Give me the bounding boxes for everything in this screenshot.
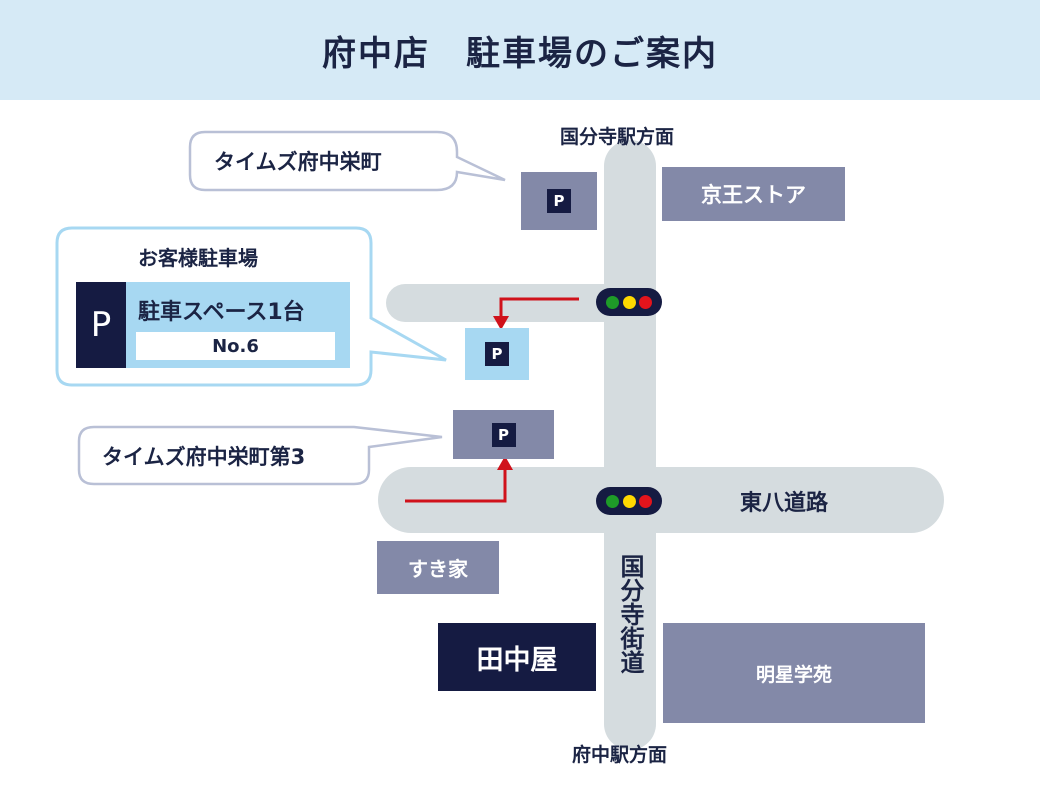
parking-icon: P [485, 342, 509, 366]
route-arrow-times3 [405, 467, 507, 503]
sukiya-label: すき家 [408, 557, 468, 581]
customer-parking-p-icon: P [76, 282, 126, 368]
sukiya-block: すき家 [377, 541, 499, 594]
meisei-block: 明星学苑 [663, 623, 925, 723]
times-sakae-3-bubble [77, 425, 443, 486]
green-light-icon [605, 295, 619, 309]
meisei-label: 明星学苑 [755, 663, 832, 686]
times-sakae-3-label: タイムズ府中栄町第3 [102, 445, 306, 469]
times-sakae-3-lot: P [453, 410, 554, 459]
side-street-road [386, 284, 654, 322]
yellow-light-icon [622, 295, 636, 309]
customer-parking-spaces: 駐車スペース1台 [138, 300, 305, 325]
traffic-signal-lower [596, 487, 662, 515]
keio-store-block: 京王ストア [662, 167, 845, 221]
main-street-label: 国分寺街道 [616, 554, 644, 674]
south-direction-label: 府中駅方面 [572, 744, 668, 766]
tanakaya-label: 田中屋 [476, 644, 558, 676]
parking-icon: P [547, 189, 571, 213]
yellow-light-icon [622, 494, 636, 508]
times-sakae-label: タイムズ府中栄町 [214, 150, 382, 174]
red-light-icon [639, 295, 653, 309]
route-arrow-customer [499, 297, 579, 318]
customer-parking-title: お客様駐車場 [138, 246, 258, 270]
times-sakae-lot: P [521, 172, 597, 230]
route-arrowhead-times3 [497, 456, 513, 470]
customer-parking-lot: P [465, 328, 529, 380]
customer-parking-number: No.6 [136, 332, 335, 360]
customer-parking-info: 駐車スペース1台 No.6 [126, 282, 350, 368]
east-road-label: 東八道路 [740, 491, 829, 516]
keio-store-label: 京王ストア [701, 183, 806, 207]
route-arrowhead-customer [493, 316, 509, 330]
traffic-signal-upper [596, 288, 662, 316]
page-title: 府中店 駐車場のご案内 [322, 33, 718, 74]
red-light-icon [639, 494, 653, 508]
times-sakae-bubble [188, 130, 506, 192]
parking-icon: P [491, 422, 516, 447]
green-light-icon [605, 494, 619, 508]
header-banner: 府中店 駐車場のご案内 [0, 0, 1040, 100]
tanakaya-block: 田中屋 [438, 623, 596, 691]
north-direction-label: 国分寺駅方面 [560, 126, 675, 148]
